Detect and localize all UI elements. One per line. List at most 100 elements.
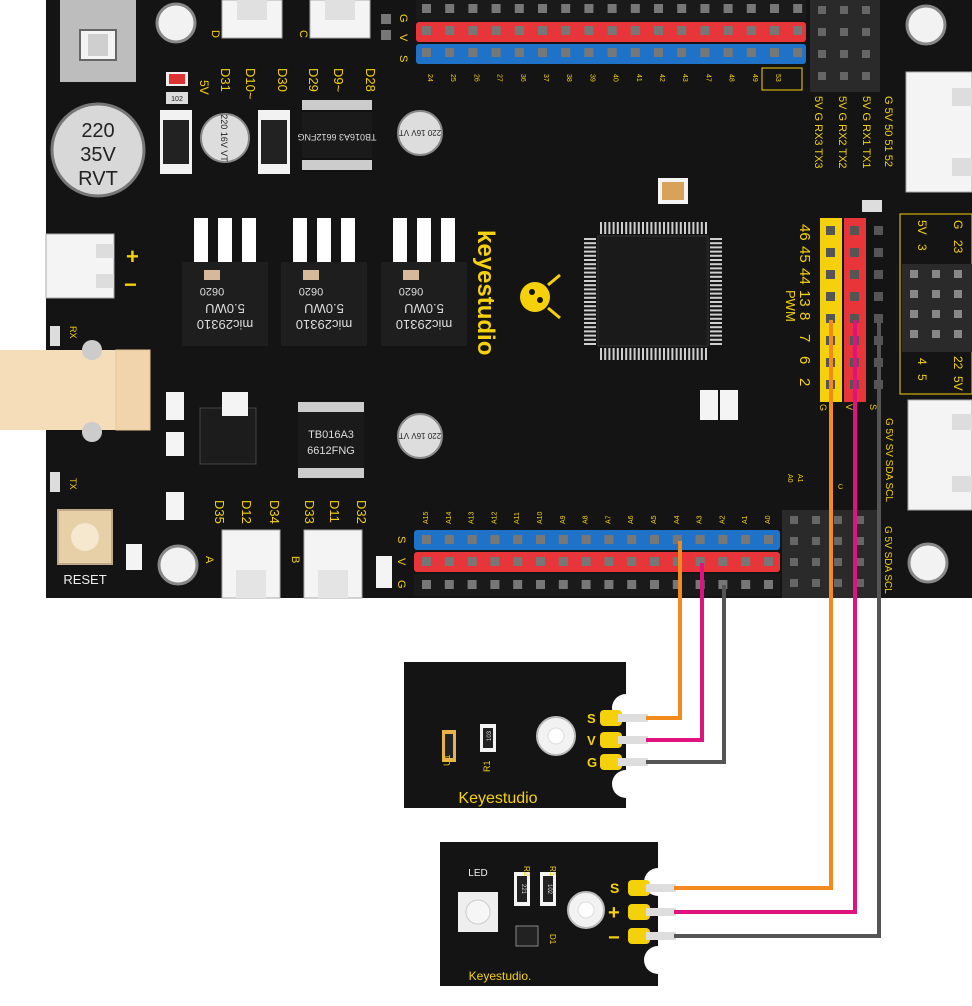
header-pin	[627, 580, 637, 589]
cap-small-top: 220 16V VT	[200, 113, 250, 163]
pwm-v: V	[844, 404, 854, 410]
top-header-number: 40	[612, 74, 619, 82]
header-pin	[700, 48, 710, 57]
header-pin	[746, 48, 756, 57]
mcu-pin	[663, 348, 665, 360]
mcu-pin	[710, 259, 722, 261]
module-b-pin-plus: +	[608, 902, 620, 924]
mcu-pin	[710, 313, 722, 316]
mcu-pin	[684, 348, 686, 360]
mini-23: 23	[951, 240, 965, 254]
header-pin	[536, 557, 545, 566]
mcu-pin	[705, 222, 707, 234]
pin-d10: D10~	[243, 68, 258, 100]
mcu-pin	[710, 246, 722, 249]
module-a-r1: R1	[482, 760, 492, 772]
analog-header-number: A5	[651, 515, 658, 524]
header-pin	[932, 270, 940, 278]
header-pin	[445, 4, 455, 13]
mcu-pin	[584, 238, 596, 240]
mcu-pin	[612, 222, 615, 234]
header-pin	[718, 580, 728, 589]
pin-d30: D30	[275, 68, 290, 92]
power-jack	[60, 0, 136, 82]
mcu-pin	[584, 301, 596, 303]
header-pin	[862, 28, 870, 36]
header-pin	[826, 292, 835, 301]
plus-label: +	[126, 244, 139, 269]
header-pin	[513, 535, 523, 544]
header-pin	[856, 516, 864, 524]
mcu-pin	[710, 301, 722, 303]
header-pin	[445, 48, 455, 57]
top-header-number: 41	[635, 74, 642, 82]
header-pin	[672, 557, 682, 566]
header-pin	[790, 516, 798, 524]
serial-labels: 5V G RX3 TX3 5V G RX2 TX2 5V G RX1 TX1 G…	[812, 96, 894, 169]
header-pin	[468, 26, 478, 35]
header-pin	[764, 580, 773, 589]
mcu-pin	[616, 222, 619, 234]
header-pin	[862, 72, 870, 80]
chip-top-label: TB016A3 6612FNG	[297, 132, 376, 142]
analog-header-number: A9	[560, 515, 567, 524]
header-pin	[874, 248, 883, 257]
pwm-number: 13	[796, 290, 813, 307]
analog-header-number: A1	[742, 515, 749, 524]
mcu-pin	[604, 348, 607, 360]
top-header-number: 25	[449, 74, 456, 82]
header-pin	[741, 535, 751, 544]
header-pin	[650, 580, 659, 589]
header-pin	[490, 535, 500, 544]
mcu-pin	[710, 292, 722, 295]
reset-button[interactable]: RESET	[57, 509, 113, 587]
serial-label-1: 5V G RX1 TX1	[860, 96, 872, 169]
mounting-holes	[155, 2, 949, 586]
top-header-number: 48	[728, 74, 735, 82]
cap-small-left-label: 220 16V VT	[399, 431, 441, 440]
module-a-pin-v: V	[587, 733, 596, 748]
pin-d28: D28	[363, 68, 378, 92]
mcu-pin	[710, 330, 722, 333]
header-pin	[790, 579, 798, 587]
mcu-pin	[710, 242, 722, 245]
header-pin	[604, 580, 614, 589]
header-pin	[850, 270, 859, 279]
connector-a-letter: A	[203, 556, 215, 564]
module-b-pin-s: S	[610, 880, 619, 896]
mcu-pin	[600, 348, 602, 360]
pwm-number: 45	[796, 246, 813, 263]
analog-header-number: A7	[605, 515, 612, 524]
pin-d12: D12	[239, 500, 254, 524]
header-pin	[932, 310, 940, 318]
header-pin	[790, 537, 798, 545]
header-pin	[812, 558, 820, 566]
header-pin	[650, 557, 659, 566]
mini-header: 5V G 3 23 4 5 22 5V	[899, 213, 972, 395]
mcu-pin	[696, 222, 699, 234]
mcu-pin	[663, 222, 665, 234]
mcu-pin	[625, 222, 628, 234]
wires	[646, 320, 881, 938]
mcu-pin	[612, 348, 615, 360]
mcu-pin	[584, 305, 596, 308]
mcu-pin	[710, 317, 722, 320]
header-pin	[746, 4, 756, 13]
top-header-number: 27	[496, 74, 503, 82]
header-pin	[812, 537, 820, 545]
mcu-pin	[671, 348, 674, 360]
pin-d35: D35	[212, 500, 227, 524]
header-pin	[840, 50, 848, 58]
regulator-3-line3: 0620	[399, 285, 423, 297]
top-header-v: V	[397, 34, 409, 42]
mcu-pin	[710, 250, 722, 253]
mcu-pin	[584, 313, 596, 316]
header-pin	[718, 535, 728, 544]
mcu-pin	[667, 348, 670, 360]
analog-header-number: A3	[697, 515, 704, 524]
pin-d33: D33	[302, 500, 317, 524]
mcu-pin	[584, 343, 596, 345]
header-pin	[770, 48, 779, 57]
